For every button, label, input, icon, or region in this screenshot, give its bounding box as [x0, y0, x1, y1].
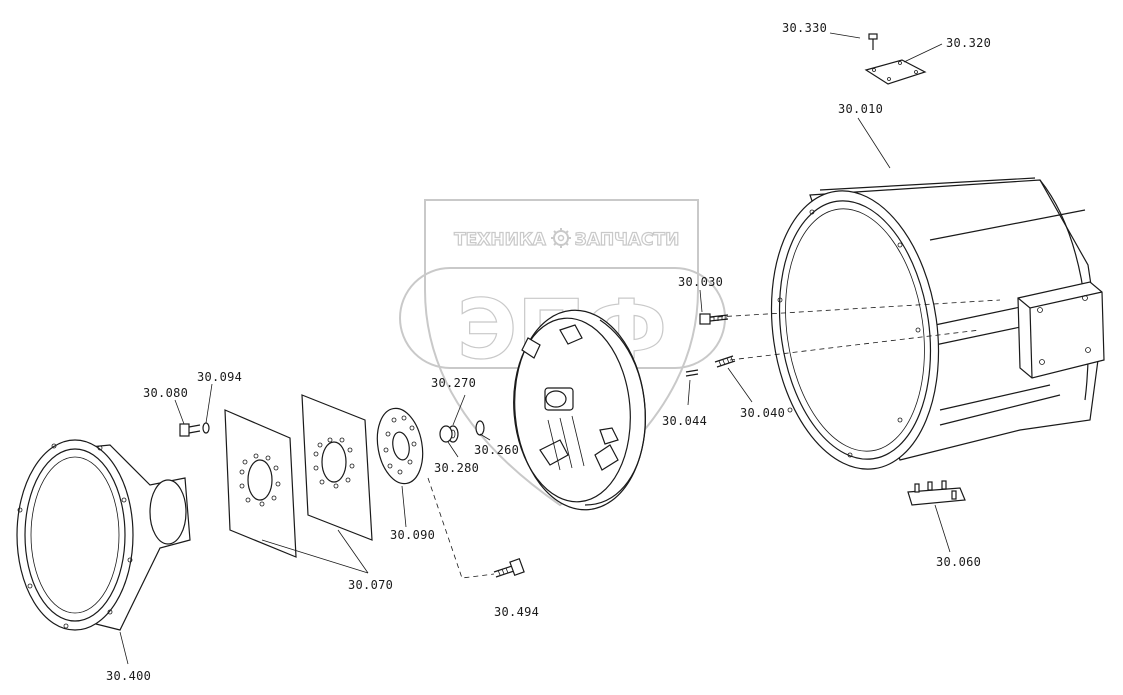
label-30330: 30.330	[782, 21, 827, 35]
part-30494-bolt	[493, 557, 525, 578]
label-30320: 30.320	[946, 36, 991, 50]
part-30070-gasket-front	[224, 409, 297, 558]
part-30040-pin	[714, 355, 736, 368]
label-30040: 30.040	[740, 406, 785, 420]
label-30400: 30.400	[106, 669, 151, 683]
part-30400-bell-housing	[16, 439, 191, 631]
label-30280: 30.280	[434, 461, 479, 475]
label-30090: 30.090	[390, 528, 435, 542]
label-30044: 30.044	[662, 414, 707, 428]
part-labels: 30.330 30.320 30.010 30.030 30.044 30.04…	[106, 21, 991, 683]
part-30030-bolt	[699, 313, 729, 325]
label-30060: 30.060	[936, 555, 981, 569]
watermark-shield	[424, 199, 699, 507]
gear-icon	[551, 228, 571, 248]
watermark-text-left: ТЕХНИКА	[454, 230, 547, 250]
part-30044-pin	[685, 369, 699, 377]
watermark-text-right: ЗАПЧАСТИ	[575, 230, 680, 250]
part-30080-bolt	[179, 423, 201, 437]
part-30090-ring	[376, 407, 424, 485]
part-30060-bracket	[907, 480, 966, 506]
label-30030: 30.030	[678, 275, 723, 289]
part-30094-washer	[202, 422, 210, 434]
label-30494: 30.494	[494, 605, 539, 619]
label-30260: 30.260	[474, 443, 519, 457]
part-30070-gasket-rear	[301, 394, 373, 541]
leader-lines	[119, 32, 951, 665]
label-30010: 30.010	[838, 102, 883, 116]
part-30330-screw	[868, 33, 878, 50]
part-30010-housing	[699, 177, 1105, 470]
part-30320-plate	[864, 59, 927, 85]
assembly-axis-30494	[427, 477, 495, 579]
label-30080: 30.080	[143, 386, 188, 400]
center-assembly	[439, 309, 646, 511]
label-30270: 30.270	[431, 376, 476, 390]
label-30070: 30.070	[348, 578, 393, 592]
label-30094: 30.094	[197, 370, 242, 384]
